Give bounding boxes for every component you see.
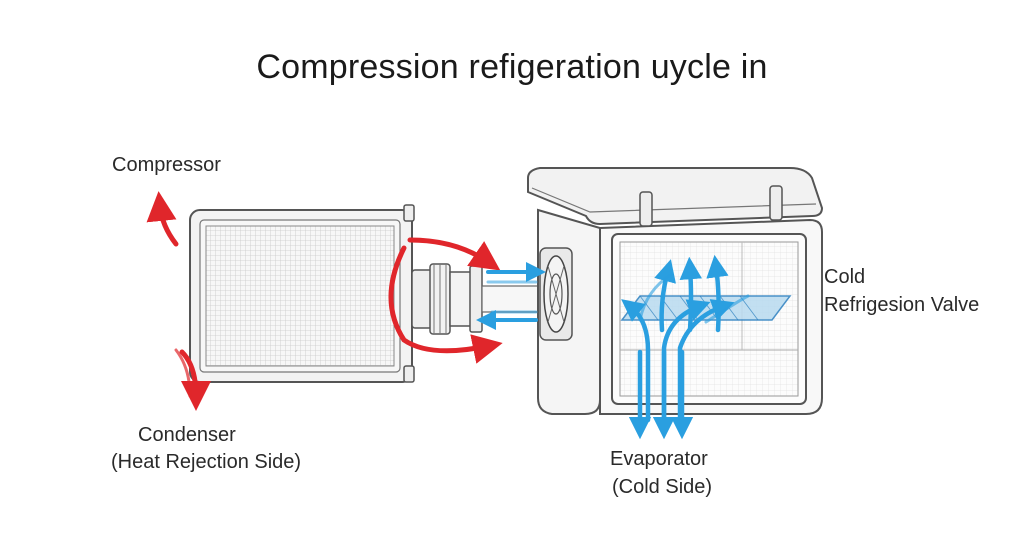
condenser-coil-icon bbox=[189, 204, 415, 383]
cold-label: Cold bbox=[824, 266, 866, 288]
evaporator-sub-label: (Cold Side) bbox=[612, 476, 713, 498]
evaporator-label: Evaporator bbox=[610, 448, 708, 470]
condenser-sub-label: (Heat Rejection Side) bbox=[111, 451, 302, 473]
fan-icon bbox=[539, 247, 573, 341]
compressor-label: Compressor bbox=[112, 154, 221, 176]
hot-arrows-icon bbox=[146, 191, 503, 411]
valve-label: Refrigesion Valve bbox=[824, 294, 980, 316]
diagram-title: Compression refigeration uycle in bbox=[256, 48, 768, 86]
condenser-label: Condenser bbox=[138, 424, 236, 446]
pipe-connector-icon bbox=[411, 263, 553, 335]
cold-arrows-icon bbox=[476, 254, 750, 440]
